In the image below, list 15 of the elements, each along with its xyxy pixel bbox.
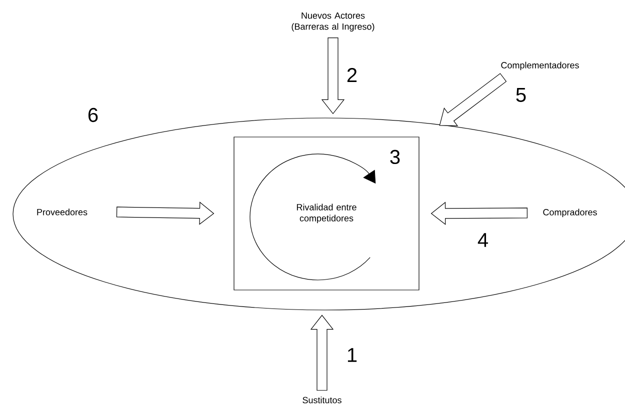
force-label: Complementadores — [501, 62, 579, 70]
force-label: Sustitutos — [302, 396, 342, 404]
callout-number: 5 — [516, 88, 526, 102]
force-label: Compradores — [543, 208, 597, 218]
callout-number: 4 — [478, 233, 488, 247]
block-arrow — [321, 38, 345, 114]
force-label: Nuevos Actores (Barreras al Ingreso) — [292, 12, 374, 32]
force-label: Proveedores — [37, 208, 88, 216]
callout-number: 2 — [347, 68, 357, 82]
block-arrow — [310, 314, 334, 391]
callout-number: 3 — [390, 150, 400, 164]
callout-number: 6 — [88, 108, 98, 122]
block-arrow — [116, 202, 214, 225]
block-arrow — [430, 202, 528, 226]
callout-number: 1 — [348, 348, 357, 362]
